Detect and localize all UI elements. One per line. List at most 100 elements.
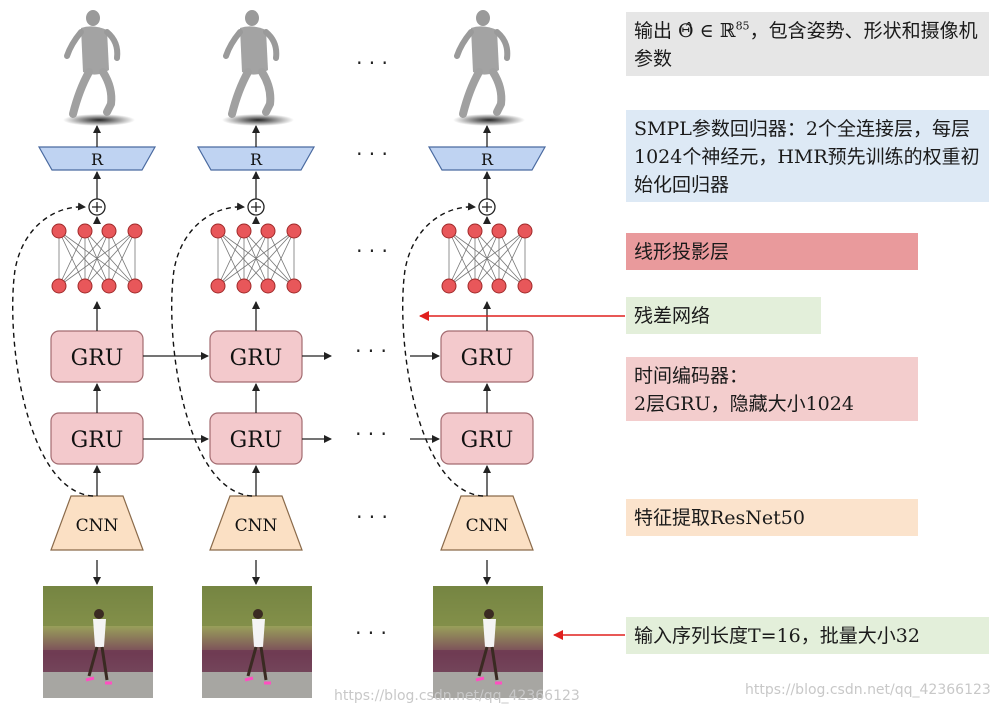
cnn-label: CNN [76,516,119,536]
projection-edge [84,230,136,287]
mesh-torso [240,26,268,75]
gru-upper-label: GRU [230,346,283,371]
runner-head [484,609,494,619]
runner-shoes [475,676,502,685]
regressor-label: R [91,150,104,169]
frame-barrier [202,650,312,672]
watermark-right: https://blog.csdn.net/qq_42366123 [745,682,991,698]
frame-barrier [433,650,543,672]
plus-icon [482,202,492,212]
frame-road [202,672,312,698]
runner-shirt [93,619,106,647]
temporal-encoder-note: 时间编码器： 2层GRU，隐藏大小1024 [626,357,918,421]
projection-node [236,223,252,239]
sequence-ellipsis: · · · [356,51,388,75]
projection-node [286,223,302,239]
projection-node [467,278,483,294]
regressor-block [196,146,316,171]
projection-edge [58,230,110,287]
projection-edge [498,230,526,287]
projection-edge [58,230,86,287]
mesh-shadow [63,114,135,126]
residual-note: 残差网络 [626,297,821,334]
frame-barrier [43,650,153,672]
residual-text: 残差网络 [634,305,711,327]
input-frame [433,586,543,698]
projection-edge [448,230,500,287]
plus-icon [251,202,261,212]
projection-node [127,278,143,294]
runner-legs [87,646,109,681]
mesh-arms [223,29,280,61]
projection-edge [58,230,136,287]
cnn-block [440,495,534,551]
projection-node [517,223,533,239]
temporal-encoder-line-2: 2层GRU，隐藏大小1024 [634,393,854,415]
frame-road [43,672,153,698]
projection-node [260,278,276,294]
projection-node [286,278,302,294]
projection-edge [108,230,136,287]
runner-legs [477,646,499,681]
temporal-encoder-line-1: 时间编码器： [634,365,749,387]
mesh-head [476,10,490,26]
projection-node [491,223,507,239]
mesh-arms [64,29,121,61]
mesh-shadow [453,114,525,126]
sequence-ellipsis: · · · [356,142,388,166]
linear-projection-net [51,223,143,294]
gru-lower-label: GRU [230,428,283,453]
regressor-label: R [250,150,263,169]
mesh-head [86,10,100,26]
column-2: CNN GRU GRU R [171,10,316,698]
output-note-suffix: ，包含姿势、形状和摄像机参数 [634,20,978,70]
runner-shirt [483,619,496,647]
mesh-head [245,10,259,26]
projection-node [77,223,93,239]
projection-edge [448,230,526,287]
cnn-block [50,495,144,551]
mesh-torso [81,26,109,75]
input-sequence-note: 输入序列长度T=16，批量大小32 [626,617,989,654]
projection-node [51,223,67,239]
runner-shoes [85,676,112,685]
projection-edge [267,230,295,287]
feature-extraction-note: 特征提取ResNet50 [626,499,918,536]
mesh-arms [454,29,511,61]
linear-projection-net [441,223,533,294]
output-note: 输出 Θ̂ ∈ ℝ85，包含姿势、形状和摄像机参数 [626,12,989,76]
mesh-legs [459,68,506,118]
mesh-shadow [222,114,294,126]
output-note-theta: Θ̂ ∈ ℝ [678,20,736,42]
projection-node [101,278,117,294]
smpl-regressor-text: SMPL参数回归器：2个全连接层，每层1024个神经元，HMR预先训练的权重初始… [634,118,980,196]
projection-node [101,223,117,239]
cnn-label: CNN [466,516,509,536]
sequence-ellipsis: · · · [355,339,387,363]
gru-upper-label: GRU [71,346,124,371]
cnn-label: CNN [235,516,278,536]
regressor-block [427,146,547,171]
sequence-ellipsis: · · · [356,505,388,529]
regressor-label: R [481,150,494,169]
projection-node [260,223,276,239]
projection-edge [217,230,245,287]
sequence-ellipsis: · · · [355,422,387,446]
plus-icon [92,202,102,212]
sequence-ellipsis: · · · [356,239,388,263]
watermark-center: https://blog.csdn.net/qq_42366123 [334,688,580,704]
linear-projection-text: 线形投影层 [634,241,730,263]
projection-edge [243,230,295,287]
projection-node [467,223,483,239]
output-note-exponent: 85 [735,19,750,33]
feature-extraction-text: 特征提取ResNet50 [634,507,805,529]
runner-shirt [252,619,265,647]
regressor-block [37,146,157,171]
projection-edge [448,230,476,287]
input-frame [43,586,153,698]
output-body-mesh [453,10,525,126]
projection-node [77,278,93,294]
frame-road [433,672,543,698]
